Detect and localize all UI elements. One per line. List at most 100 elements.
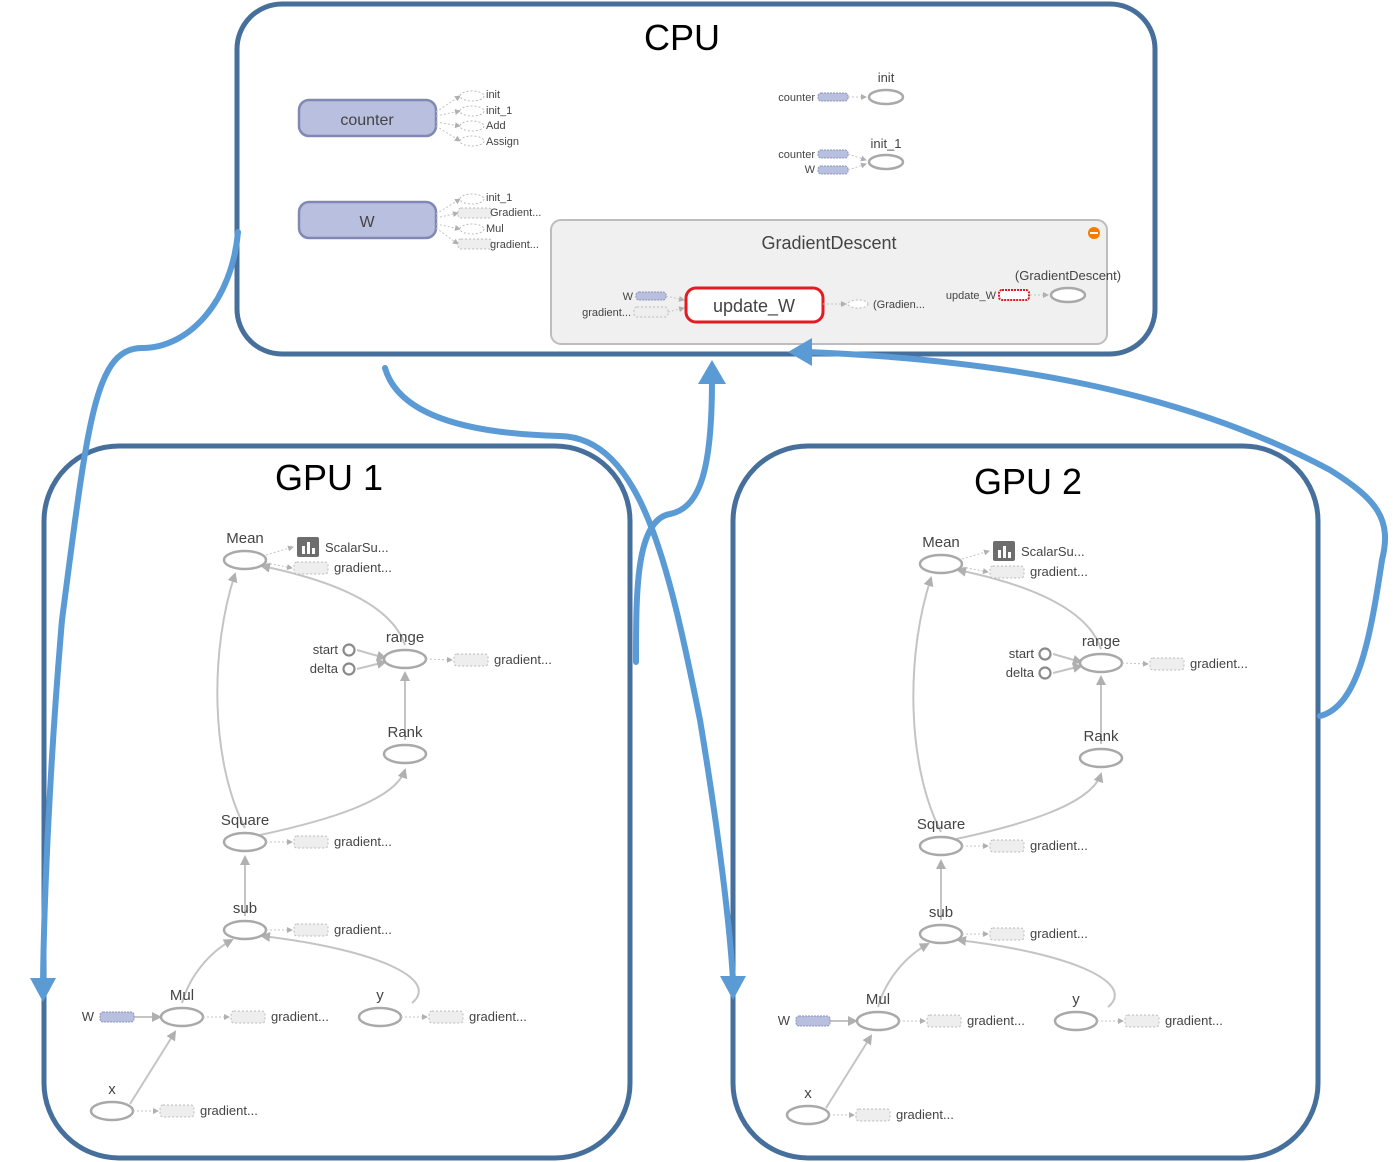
scalar-summary-label: ScalarSu... <box>325 540 389 555</box>
gradient-y-chip <box>428 1010 464 1024</box>
w-out-gradient2: gradient... <box>490 239 539 251</box>
w-label: W <box>359 214 375 231</box>
rank-node-shape <box>1078 747 1124 769</box>
range-node[interactable]: range <box>1078 633 1124 674</box>
flow-cpu-to-gpu2-head <box>720 976 746 1000</box>
w-variable-node[interactable]: W <box>297 200 438 240</box>
edge-start-range <box>356 649 387 661</box>
flow-cpu-to-gpu1-head <box>30 978 56 1002</box>
y-node-shape <box>357 1006 403 1028</box>
gradient-x-node: gradient... <box>855 1107 954 1122</box>
update-w-node[interactable]: update_W <box>684 286 825 324</box>
y-node-label: y <box>376 987 384 1004</box>
delta-const-shape <box>1038 666 1052 680</box>
update-w-ref[interactable]: update_W <box>946 290 997 302</box>
gradient-square-node: gradient... <box>989 838 1088 853</box>
gradient-sub-chip <box>989 927 1025 941</box>
cpu-device: CPU counter init init_1 Add Assign W <box>234 1 1158 357</box>
init-node[interactable]: init counter <box>778 70 905 106</box>
gradient-mul-node: gradient... <box>230 1009 329 1024</box>
scalar-summary-node: ScalarSu... <box>297 537 389 557</box>
counter-out-assign: Assign <box>486 136 519 148</box>
w-input: W <box>778 1013 831 1028</box>
gradient-mul-chip <box>926 1014 962 1028</box>
square-node[interactable]: Square <box>917 816 965 857</box>
edge-square-rank <box>955 772 1104 840</box>
edge-mean-scalar <box>265 545 294 556</box>
start-const-shape <box>1038 647 1052 661</box>
mul-node-label: Mul <box>866 991 890 1008</box>
gradient-square-chip <box>989 839 1025 853</box>
edge-square-rank <box>259 768 408 836</box>
delta-const-label: delta <box>310 661 339 676</box>
gradient-descent-group[interactable]: GradientDescent W gradient... update_W (… <box>550 219 1121 345</box>
start-const: start <box>313 642 356 657</box>
gradient-mul-node: gradient... <box>926 1013 1025 1028</box>
mul-node[interactable]: Mul <box>855 991 901 1032</box>
gradient-square-label: gradient... <box>1030 838 1088 853</box>
mean-node[interactable]: Mean <box>222 530 268 571</box>
sub-node[interactable]: sub <box>918 904 964 945</box>
counter-out-add: Add <box>486 120 506 132</box>
gradient-range-label: gradient... <box>1190 656 1248 671</box>
sub-node-shape <box>918 923 964 945</box>
w-out-mul: Mul <box>486 223 504 235</box>
y-node-label: y <box>1072 991 1080 1008</box>
scalar-bar-3 <box>312 548 315 554</box>
gradient-range-node: gradient... <box>1149 656 1248 671</box>
sub-node-shape <box>222 919 268 941</box>
x-node[interactable]: x <box>89 1081 135 1122</box>
init1-node[interactable]: init_1 counter W <box>778 136 905 176</box>
gradient-square-label: gradient... <box>334 834 392 849</box>
gradient-sub-node: gradient... <box>293 922 392 937</box>
gradient-range-edge <box>425 656 453 663</box>
rank-node[interactable]: Rank <box>382 724 428 765</box>
gradient-y-node: gradient... <box>1124 1013 1223 1028</box>
gradient-x-label: gradient... <box>896 1107 954 1122</box>
gd-input-gradient: gradient... <box>582 307 631 319</box>
w-input-label: W <box>778 1013 791 1028</box>
edge-delta-range <box>356 659 387 670</box>
scalar-bar-2 <box>307 542 310 554</box>
init-label: init <box>878 70 895 85</box>
init-input-label: counter <box>778 92 815 104</box>
mean-node[interactable]: Mean <box>918 534 964 575</box>
scalar-summary-node: ScalarSu... <box>993 541 1085 561</box>
w-outputs: init_1 Gradient... Mul gradient... <box>435 192 541 251</box>
gradient-range-chip <box>1149 657 1185 671</box>
edge-mean-scalar <box>961 549 990 560</box>
delta-const: delta <box>310 661 356 676</box>
edge-delta-range <box>1052 663 1083 674</box>
mul-node-label: Mul <box>170 987 194 1004</box>
w-out-init1: init_1 <box>486 192 512 204</box>
range-node-shape <box>1078 652 1124 674</box>
gradient-range-node: gradient... <box>453 652 552 667</box>
w-input-label: W <box>82 1009 95 1024</box>
square-node-shape <box>222 831 268 853</box>
sub-node-label: sub <box>233 900 257 917</box>
mean-node-shape <box>918 553 964 575</box>
edge-square-mean <box>216 572 246 829</box>
counter-node[interactable]: counter <box>297 98 438 138</box>
start-const-label: start <box>1009 646 1035 661</box>
edge-mul-sub <box>181 939 234 1004</box>
range-node-label: range <box>386 629 424 646</box>
gradient-mul-chip <box>230 1010 266 1024</box>
square-node-label: Square <box>917 816 965 833</box>
edge-start-range <box>1052 653 1083 665</box>
start-const-shape <box>342 643 356 657</box>
gradient-mean-chip <box>293 561 329 575</box>
gradient-y-node: gradient... <box>428 1009 527 1024</box>
gradient-range-label: gradient... <box>494 652 552 667</box>
delta-const-shape <box>342 662 356 676</box>
gradient-mean-label: gradient... <box>334 560 392 575</box>
square-node-shape <box>918 835 964 857</box>
edge-range-mean <box>260 562 406 646</box>
collapse-icon[interactable] <box>1088 227 1100 239</box>
gradient-sub-label: gradient... <box>1030 926 1088 941</box>
data-flow-arrows <box>30 229 1388 1002</box>
cpu-title: CPU <box>644 17 720 58</box>
flow-gpu2-to-cpu-head <box>788 338 812 366</box>
rank-node[interactable]: Rank <box>1078 728 1124 769</box>
